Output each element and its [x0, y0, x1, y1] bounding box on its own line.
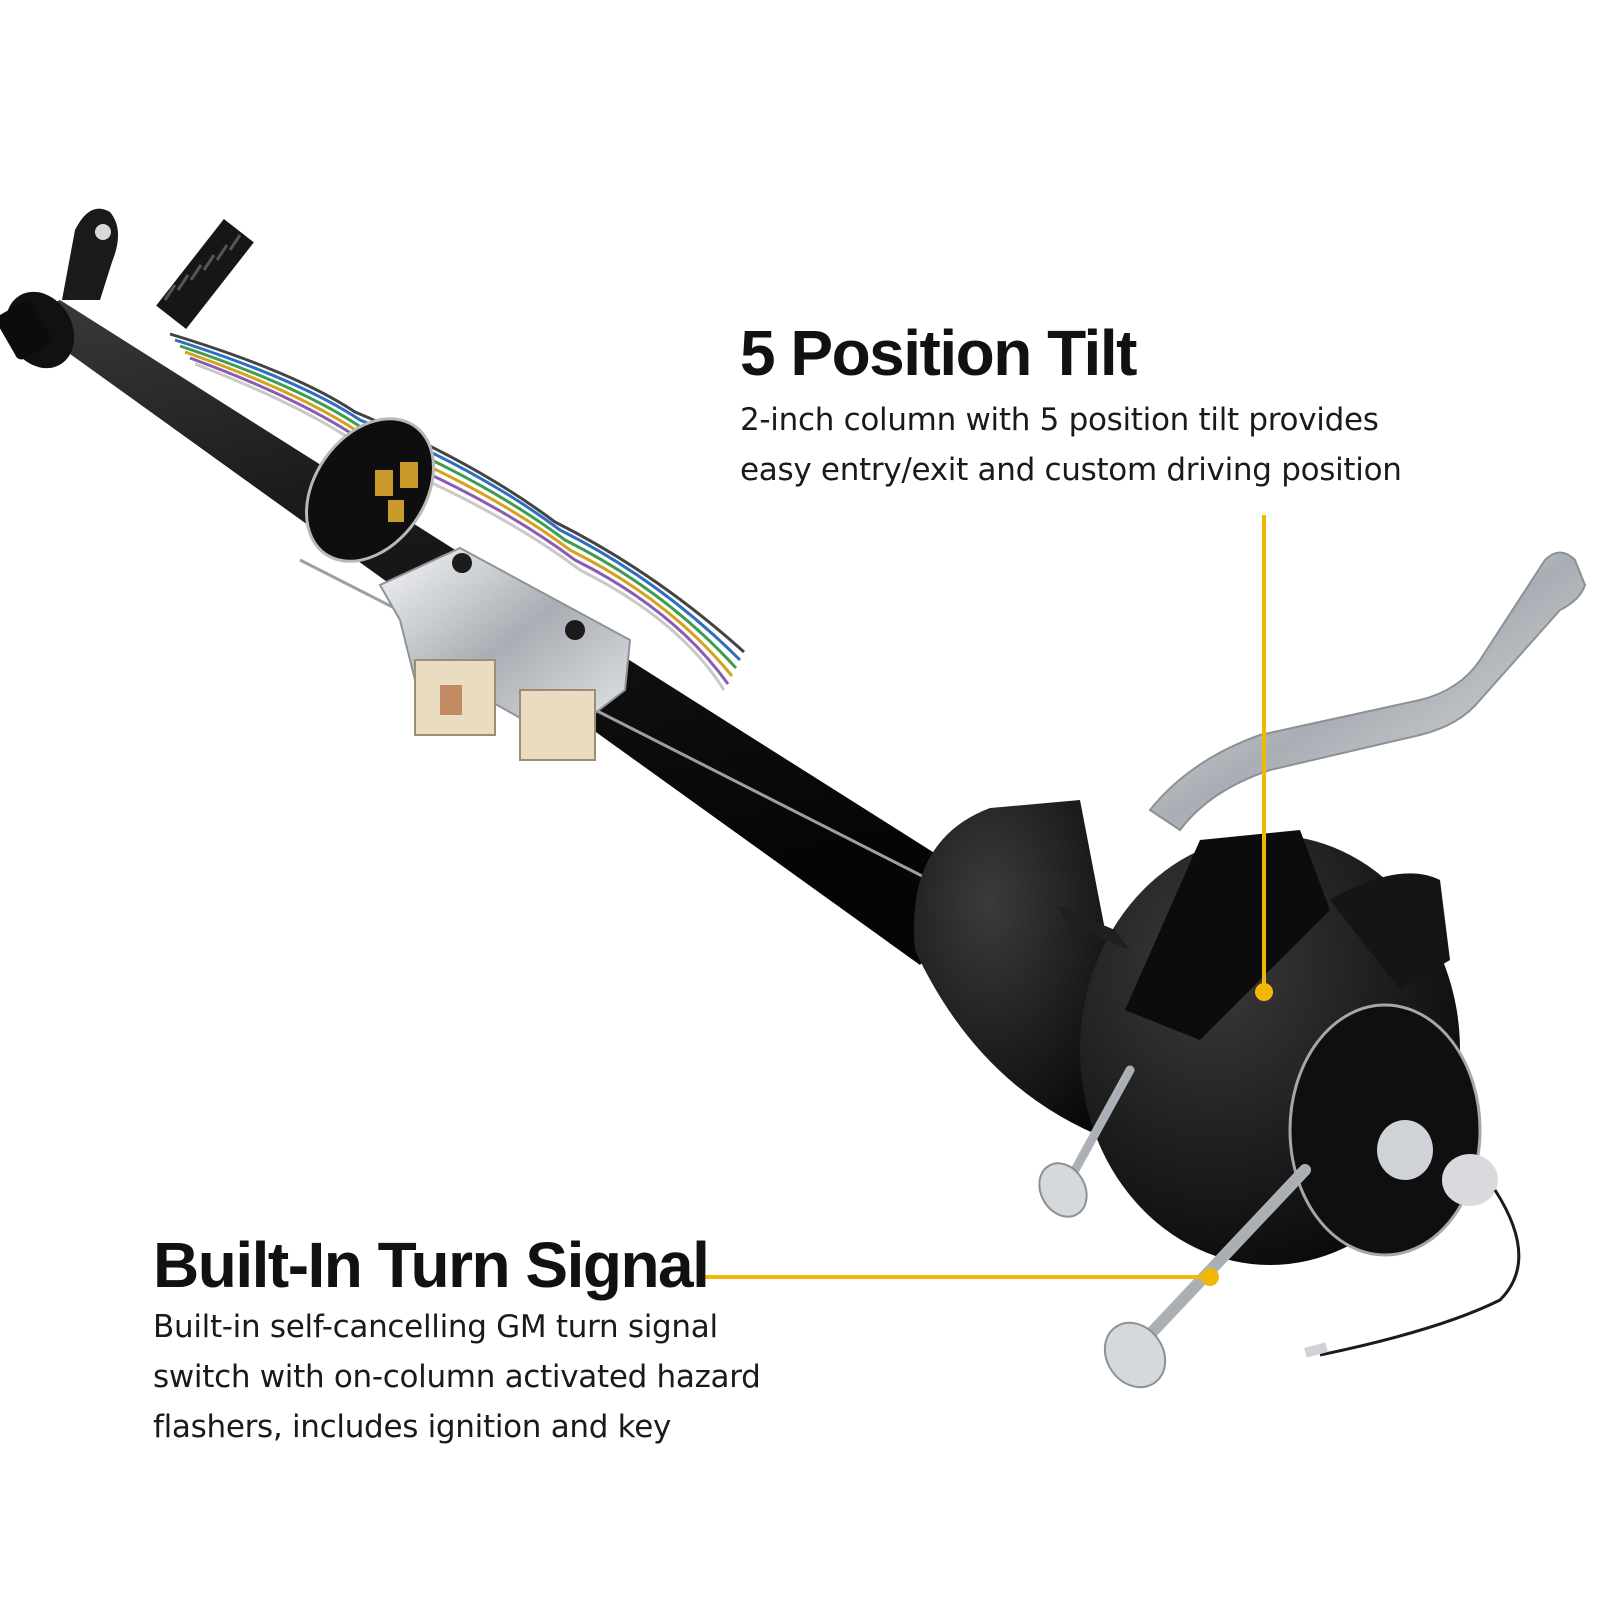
tilt-callout-description: 2-inch column with 5 position tilt provi… — [740, 395, 1402, 495]
turn-signal-description-line: Built-in self-cancelling GM turn signal — [153, 1309, 718, 1345]
shift-lever — [1148, 551, 1587, 832]
neutral-safety-switch — [378, 546, 632, 761]
column-housing — [913, 800, 1130, 1140]
turn-signal-description-line: flashers, includes ignition and key — [153, 1409, 672, 1445]
wiring-connector — [156, 218, 254, 330]
column-collar — [305, 417, 435, 563]
tilt-callout-leader — [1255, 515, 1273, 1001]
turn-signal-description-line: switch with on-column activated hazard — [153, 1359, 761, 1395]
turn-signal-callout-leader — [700, 1268, 1219, 1286]
tilt-description-line: easy entry/exit and custom driving posit… — [740, 452, 1402, 488]
tilt-description-line: 2-inch column with 5 position tilt provi… — [740, 402, 1379, 438]
tilt-callout-title: 5 Position Tilt — [740, 317, 1137, 389]
hazard-lever — [1038, 1065, 1135, 1218]
tilt-head — [1055, 830, 1521, 1358]
turn-signal-callout-title: Built-In Turn Signal — [153, 1229, 710, 1301]
mounting-bracket — [62, 208, 119, 300]
turn-signal-callout-description: Built-in self-cancelling GM turn signal … — [153, 1302, 761, 1452]
wiring-harness — [169, 332, 746, 691]
turn-signal-lever — [1103, 1164, 1311, 1389]
